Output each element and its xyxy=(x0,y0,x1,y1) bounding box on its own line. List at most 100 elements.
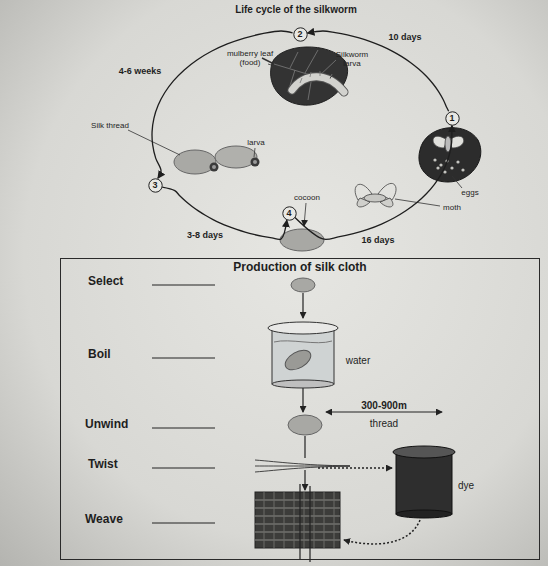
pot-base xyxy=(396,510,452,518)
part-label: mulberry leaf (food) xyxy=(222,50,278,68)
woven-cloth xyxy=(255,484,340,562)
leader-line xyxy=(452,176,462,188)
step-label: Weave xyxy=(85,513,123,526)
warp-threads xyxy=(264,492,334,548)
larva-end-core xyxy=(212,165,216,169)
step-label: Unwind xyxy=(85,418,128,431)
pot-rim xyxy=(393,446,455,458)
callout-digit: 2 xyxy=(297,30,302,39)
weft-threads xyxy=(255,500,340,540)
larva-end xyxy=(210,163,219,172)
leader-line xyxy=(254,148,255,157)
spinning-cocoons xyxy=(174,146,260,174)
part-label: dye xyxy=(458,480,474,491)
pot-rim xyxy=(268,322,338,334)
larva-end xyxy=(251,158,260,167)
diagram-title: Life cycle of the silkworm xyxy=(235,4,357,15)
cocoon-shape xyxy=(215,146,257,168)
larva-end-core xyxy=(253,160,257,164)
dotted-arrow xyxy=(344,520,420,544)
loose-threads xyxy=(300,484,310,562)
leader-lines xyxy=(128,64,462,226)
part-label: thread xyxy=(370,418,398,429)
cycle-arrow xyxy=(295,126,452,240)
part-label: water xyxy=(346,355,370,366)
egg xyxy=(439,163,442,166)
flow-arrow xyxy=(304,436,305,458)
egg xyxy=(436,166,439,169)
egg xyxy=(443,170,446,173)
answer-blanks xyxy=(152,285,215,523)
flow-arrow xyxy=(302,388,303,412)
cycle-arrow xyxy=(162,187,287,239)
step-label: Boil xyxy=(88,348,111,361)
dye-pot xyxy=(393,446,455,518)
pot-base xyxy=(272,380,334,388)
twisted-threads xyxy=(255,460,350,472)
blank-line xyxy=(152,523,215,524)
cocoon-shape xyxy=(174,150,216,174)
dotted-arrow xyxy=(318,467,392,469)
callout-digit: 1 xyxy=(449,114,454,123)
leader-line xyxy=(268,64,280,68)
egg xyxy=(450,166,453,169)
cocoon-shape xyxy=(291,278,315,292)
flow-arrow xyxy=(304,470,305,490)
blank-line xyxy=(152,468,215,469)
callout-circle xyxy=(445,111,458,124)
dimension-arrow xyxy=(326,412,442,413)
part-label: eggs xyxy=(461,189,478,198)
larva-segments xyxy=(300,71,332,83)
cloth-shape xyxy=(255,492,340,548)
duration-label: 10 days xyxy=(388,33,421,43)
cocoon-shape xyxy=(288,415,322,435)
callout-circle xyxy=(293,27,306,40)
mulberry-leaf xyxy=(262,47,348,105)
boiling-pot xyxy=(268,322,338,388)
blank-line xyxy=(152,358,215,359)
callout-number: 4 xyxy=(282,206,297,221)
cocoon-shape xyxy=(282,346,314,374)
thread xyxy=(255,460,350,466)
larva-outline xyxy=(292,77,344,92)
thread xyxy=(255,466,350,472)
eggs-dots xyxy=(433,158,464,173)
process-box: Production of silk cloth xyxy=(60,258,540,560)
part-label: Silkworm larva xyxy=(327,51,377,69)
moth xyxy=(355,183,396,207)
step-label: Select xyxy=(88,275,123,288)
callout-number: 1 xyxy=(445,111,460,126)
callout-number: 3 xyxy=(148,178,163,193)
callout-circle xyxy=(148,178,161,191)
blank-line xyxy=(152,285,215,286)
egg xyxy=(461,168,464,171)
duration-label: 16 days xyxy=(361,236,394,246)
pot-body xyxy=(396,452,452,514)
pot-body xyxy=(272,328,334,384)
cycle-arrow xyxy=(307,31,448,111)
part-label: cocoon xyxy=(294,194,320,203)
water-surface xyxy=(274,341,332,343)
leader-line xyxy=(330,68,340,78)
duration-label: 3-8 days xyxy=(187,231,223,241)
part-label: 300-900m xyxy=(361,400,407,411)
egg xyxy=(433,158,436,161)
leaf-stem xyxy=(262,58,272,63)
callout-digit: 3 xyxy=(152,181,157,190)
cycle-arrow xyxy=(152,31,293,178)
callout-circle xyxy=(282,206,295,219)
part-label: Silk thread xyxy=(91,122,129,131)
part-label: larva xyxy=(247,139,264,148)
flow-arrow xyxy=(302,293,303,318)
silkworm-larva xyxy=(292,77,344,92)
step-label: Twist xyxy=(88,458,118,471)
cocoon-shape xyxy=(280,229,324,251)
duration-label: 4-6 weeks xyxy=(119,67,162,77)
egg xyxy=(456,160,459,163)
leader-line xyxy=(304,203,306,226)
callout-number: 2 xyxy=(293,27,308,42)
box-heading: Production of silk cloth xyxy=(61,260,539,274)
callout-digit: 4 xyxy=(286,209,291,218)
part-label: moth xyxy=(443,204,461,213)
